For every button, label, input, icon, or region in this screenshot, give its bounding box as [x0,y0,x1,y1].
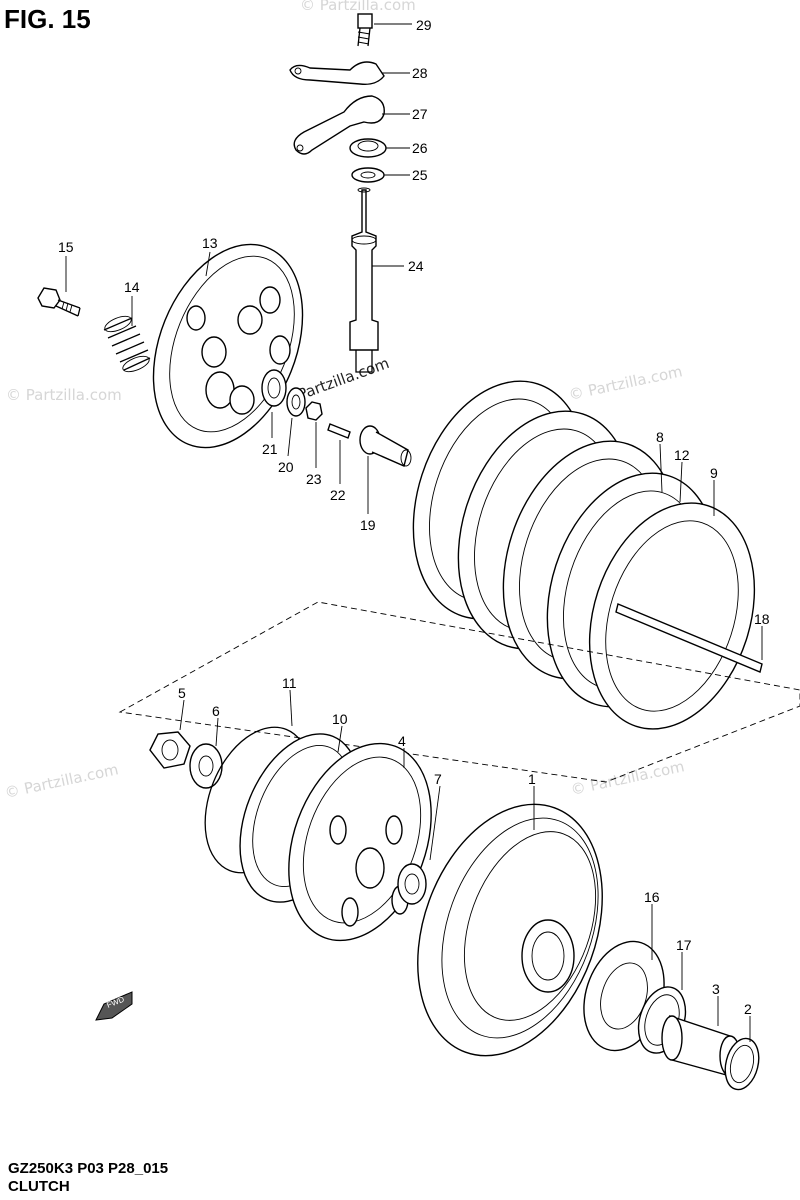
watermark: © Partzilla.com [569,757,686,799]
callout-14: 14 [124,279,140,295]
part-spring-14 [103,315,151,373]
callout-25: 25 [412,167,428,183]
part-washer-7 [397,863,427,905]
watermark-center: Partzilla.com [295,354,391,404]
part-pressure-plate-13 [152,243,304,449]
callout-19: 19 [360,517,376,533]
callout-6: 6 [212,703,220,719]
callout-7: 7 [434,771,442,787]
callout-16: 16 [644,889,660,905]
callout-2: 2 [744,1001,752,1017]
watermark: © Partzilla.com [300,0,416,14]
callout-22: 22 [330,487,346,503]
figure-name: CLUTCH [8,1178,70,1195]
callout-10: 10 [332,711,348,727]
callout-15: 15 [58,239,74,255]
part-washer-25 [351,167,385,183]
callout-11: 11 [282,675,297,691]
callout-29: 29 [416,17,432,33]
callout-4: 4 [398,733,406,749]
callout-5: 5 [178,685,186,701]
part-washer-2 [724,1037,760,1091]
leader-lines [65,23,763,1042]
assembly-outline [118,601,800,783]
figure-title: FIG. 15 [4,4,91,34]
callout-20: 20 [278,459,294,475]
part-bolt-15 [37,287,81,317]
part-release-arm-28 [289,61,385,86]
callout-28: 28 [412,65,428,81]
callout-1: 1 [528,771,536,787]
part-clutch-housing-1 [417,803,603,1057]
callout-18: 18 [754,611,770,627]
part-nut-23 [305,401,323,421]
callout-3: 3 [712,981,720,997]
part-nut-5 [149,731,191,769]
callouts: 29 28 27 26 25 24 15 13 14 21 20 23 22 1… [58,17,770,1017]
callout-8: 8 [656,429,664,445]
part-release-shaft-24 [349,187,379,373]
callout-21: 21 [262,441,278,457]
part-sleeve-hub-4 [288,742,432,942]
part-pin-22 [327,423,351,439]
callout-17: 17 [676,937,692,953]
callout-24: 24 [408,258,424,274]
part-bearing-21 [261,369,287,407]
part-clutch-plate-stack [412,380,756,730]
part-seal-26 [349,138,387,158]
part-push-piece-19 [359,425,412,467]
callout-26: 26 [412,140,428,156]
watermark: © Partzilla.com [6,386,122,404]
watermark: © Partzilla.com [567,362,684,404]
callout-13: 13 [202,235,218,251]
callout-12: 12 [674,447,690,463]
part-washer-20 [286,387,306,417]
part-push-rod-18 [615,603,763,673]
callout-27: 27 [412,106,428,122]
callout-9: 9 [710,465,718,481]
watermark: © Partzilla.com [3,760,120,802]
part-washer-6 [189,743,223,789]
part-release-lever-27 [293,95,385,155]
callout-23: 23 [306,471,322,487]
part-bolt-29 [357,13,373,47]
figure-code: GZ250K3 P03 P28_015 [8,1160,169,1177]
forward-direction-badge: FWD [95,991,133,1021]
